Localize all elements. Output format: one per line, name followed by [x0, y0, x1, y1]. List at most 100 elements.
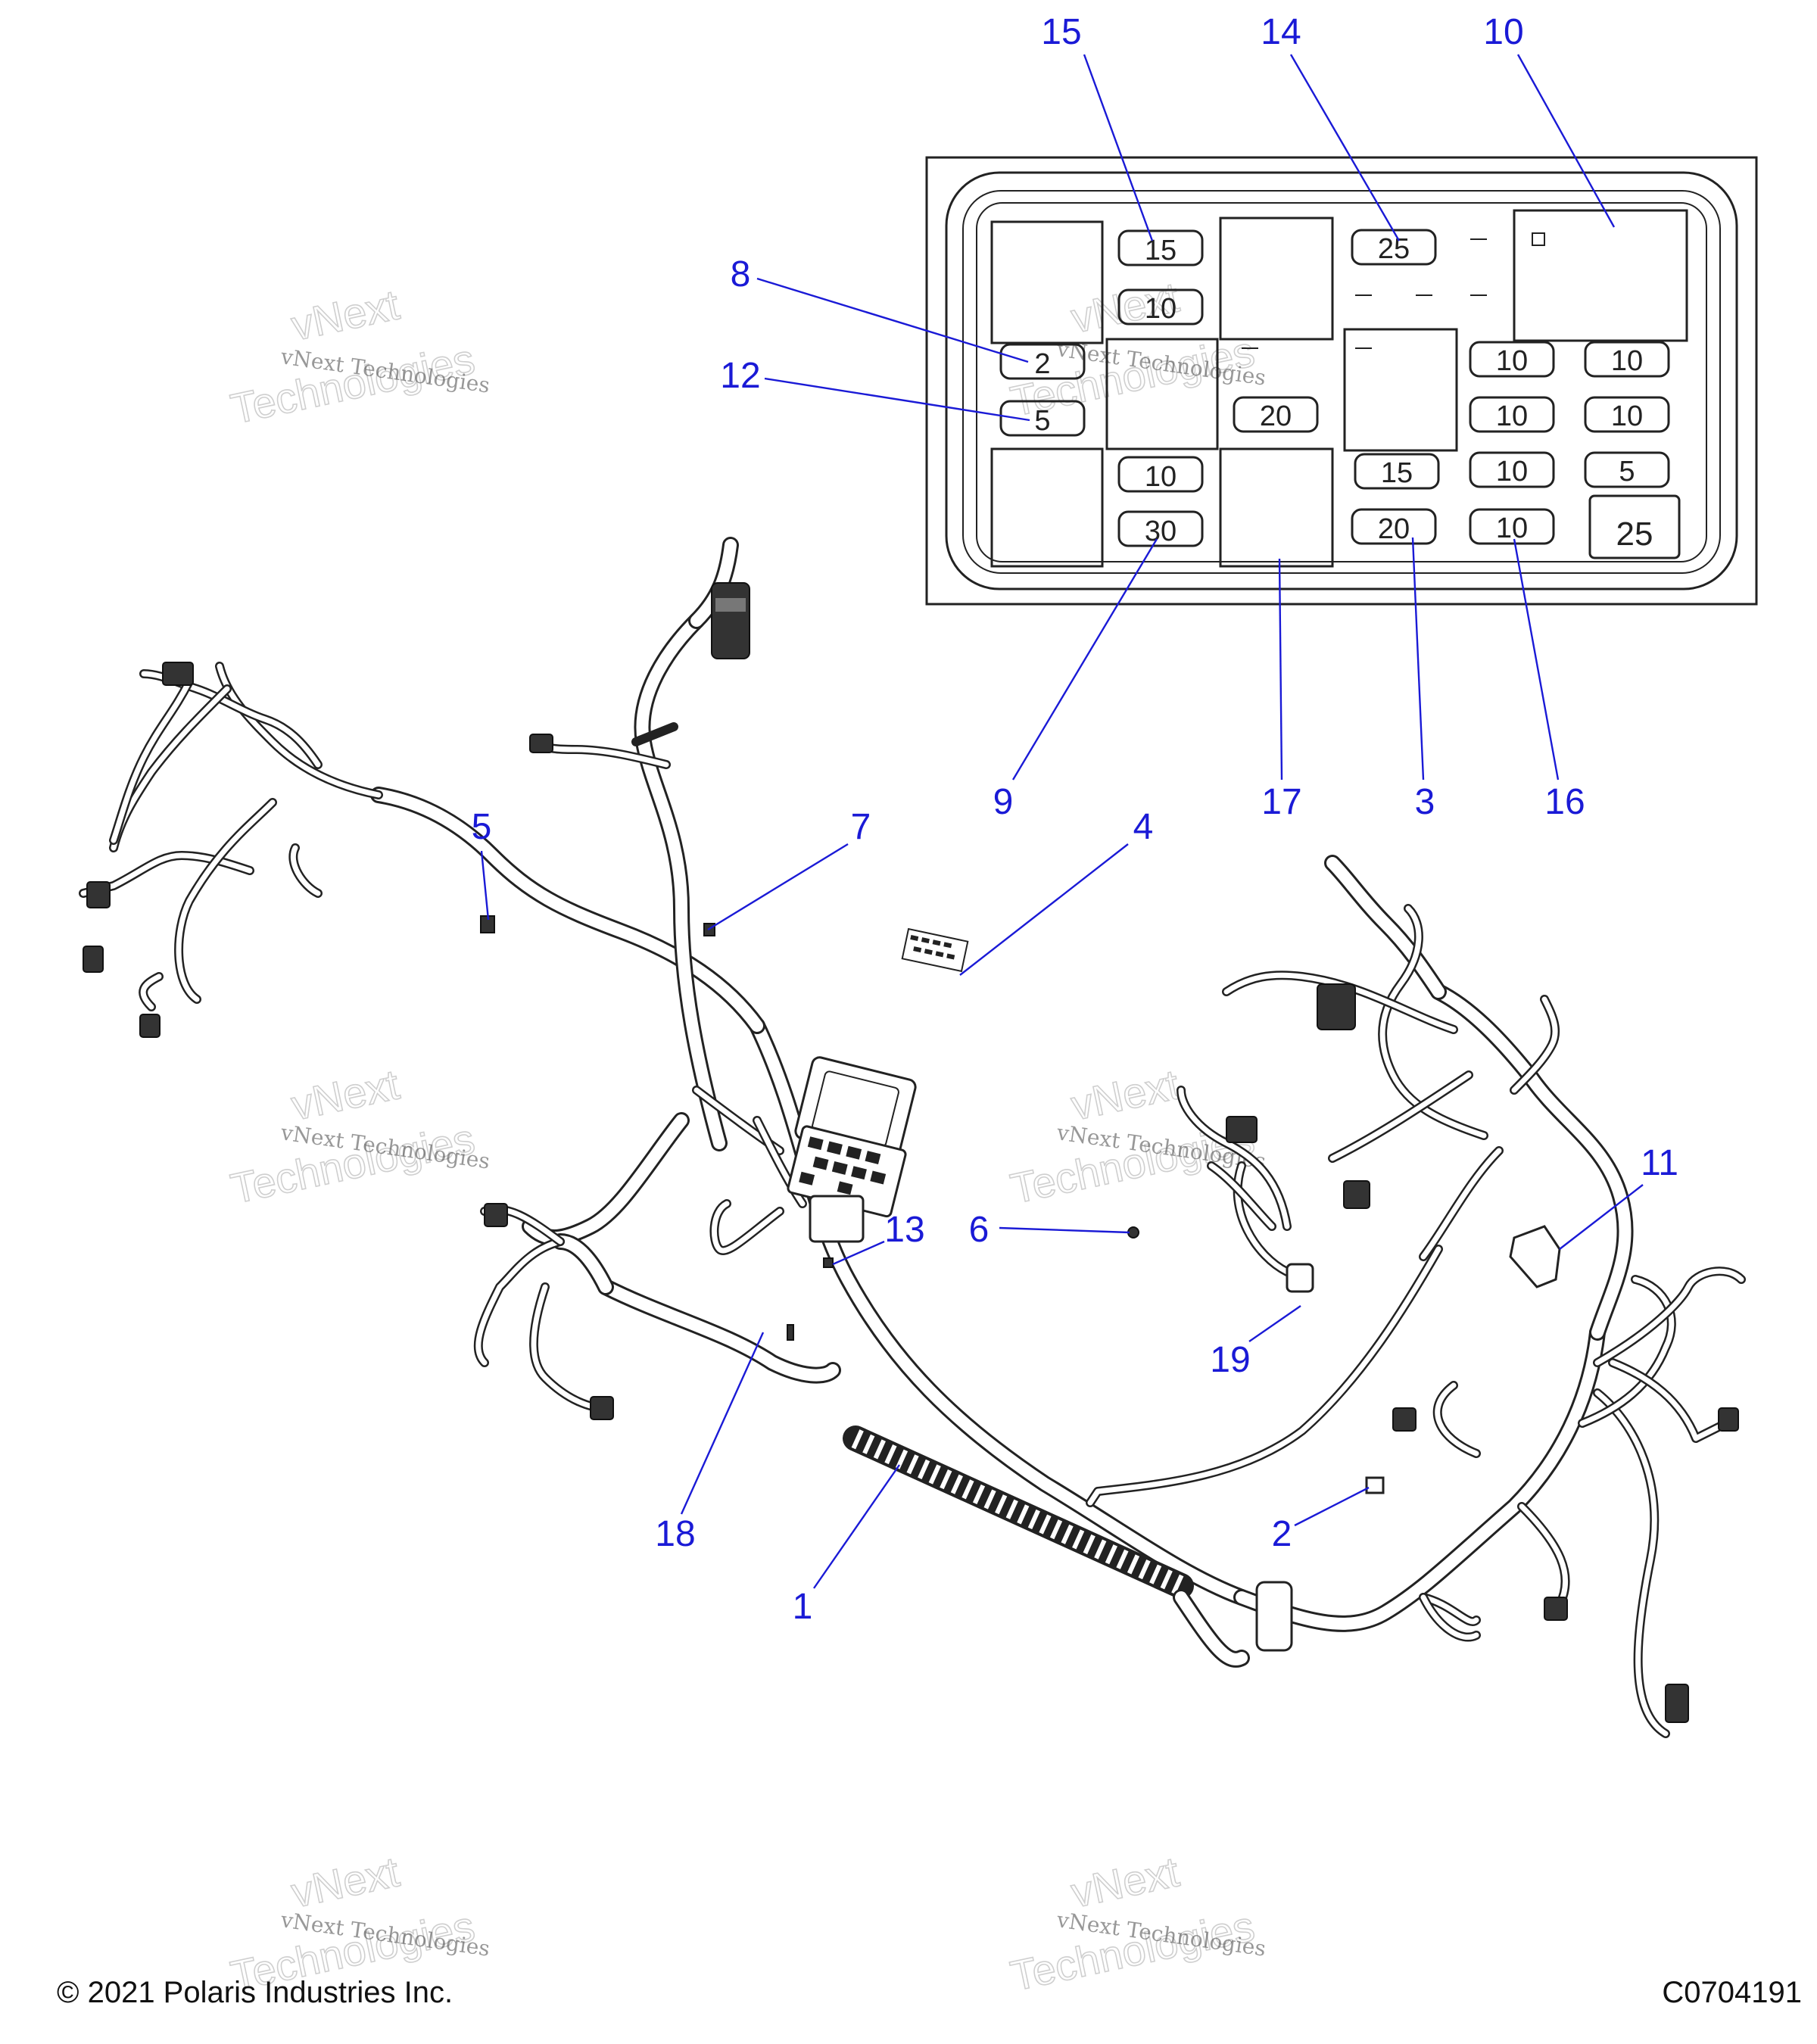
callout-8: 8 [731, 254, 1029, 363]
relay [1105, 338, 1219, 450]
fuse-box-floor [976, 202, 1707, 562]
svg-text:vNext: vNext [287, 1060, 404, 1129]
svg-text:10: 10 [1145, 293, 1177, 325]
svg-text:2: 2 [1272, 1514, 1292, 1554]
relay-terminal [1532, 232, 1545, 246]
harness-components [83, 582, 1739, 1723]
ecu-connector-latch [715, 598, 746, 612]
relay-component [1286, 1263, 1314, 1293]
connector [1226, 1116, 1258, 1143]
svg-text:1: 1 [793, 1587, 813, 1627]
callout-5: 5 [472, 807, 492, 921]
svg-text:20: 20 [1260, 400, 1292, 432]
svg-text:20: 20 [1378, 513, 1410, 545]
copyright-text: © 2021 Polaris Industries Inc. [57, 1976, 453, 2009]
fuse-box-inset: 15 10 2 5 10 30 25 20 15 20 10 10 10 10 … [925, 156, 1758, 606]
callout-6: 6 [969, 1210, 1130, 1250]
svg-text:8: 8 [731, 254, 751, 294]
fuse: 2 [999, 343, 1086, 380]
svg-text:25: 25 [1616, 516, 1653, 553]
svg-text:vNext: vNext [287, 280, 404, 349]
connector [1317, 983, 1356, 1030]
fuse: 10 [1469, 508, 1555, 545]
callout-14: 14 [1261, 12, 1401, 241]
callouts: 15 14 10 8 12 9 1 7 3 [472, 12, 1678, 1627]
tie-strap [787, 1324, 794, 1341]
callout-4: 4 [959, 807, 1154, 976]
connector [529, 734, 553, 753]
callout-1: 1 [793, 1464, 900, 1627]
connector [1255, 1581, 1293, 1652]
svg-text:18: 18 [655, 1514, 695, 1554]
svg-text:16: 16 [1544, 782, 1585, 822]
svg-text:vNext: vNext [287, 1847, 404, 1916]
svg-text:15: 15 [1145, 235, 1177, 266]
svg-text:10: 10 [1611, 345, 1643, 377]
connector [1718, 1407, 1739, 1432]
connector [1544, 1597, 1568, 1621]
svg-text:4: 4 [1133, 807, 1154, 847]
fuse: 10 [1469, 451, 1555, 488]
svg-text:10: 10 [1496, 345, 1528, 377]
callout-2: 2 [1272, 1486, 1370, 1554]
svg-text:10: 10 [1145, 461, 1177, 493]
callout-9: 9 [993, 538, 1158, 822]
inset-frame [925, 156, 1758, 606]
fuse: 20 [1233, 396, 1319, 433]
fuse: 10 [1469, 341, 1555, 378]
svg-text:5: 5 [1619, 456, 1635, 488]
connector [162, 662, 194, 686]
svg-text:vNext: vNext [1067, 1847, 1183, 1916]
svg-text:5: 5 [472, 807, 492, 847]
connector [1343, 1180, 1370, 1209]
fuse-label [901, 927, 969, 973]
svg-text:9: 9 [993, 782, 1014, 822]
fuse: 20 [1351, 508, 1437, 545]
connector [1665, 1684, 1689, 1723]
svg-text:15: 15 [1041, 12, 1081, 52]
watermark: vNext Technologies vNext Technologies [226, 1059, 491, 1213]
svg-text:2: 2 [1034, 348, 1050, 380]
fuse: 15 [1354, 453, 1440, 490]
connector [590, 1396, 614, 1420]
callout-15: 15 [1041, 12, 1154, 241]
svg-text:3: 3 [1415, 782, 1435, 822]
callout-7: 7 [707, 807, 871, 931]
svg-text:5: 5 [1034, 405, 1050, 437]
callout-10: 10 [1483, 12, 1616, 228]
fuse: 10 [1469, 396, 1555, 433]
fuse: 25 [1588, 494, 1681, 559]
ecu-connector [711, 582, 750, 659]
relay [990, 220, 1104, 344]
connector [139, 1014, 161, 1038]
relay [1219, 217, 1334, 341]
terminal-cap [1365, 1476, 1385, 1494]
connector [86, 881, 111, 908]
connector [83, 946, 104, 973]
callout-12: 12 [720, 356, 1030, 422]
watermarks: vNext Technologies vNext Technologies vN… [226, 272, 1267, 2000]
watermark: vNext Technologies vNext Technologies [226, 279, 491, 433]
fuse: 5 [999, 400, 1086, 437]
connector [1392, 1407, 1417, 1432]
figure-code: C0704191 [1662, 1976, 1802, 2009]
watermark: vNext Technologies vNext Technologies [1006, 1846, 1267, 2000]
svg-text:10: 10 [1496, 456, 1528, 488]
fuse-box-housing [945, 171, 1738, 590]
svg-text:14: 14 [1261, 12, 1301, 52]
convoluted-tubing [843, 1426, 1194, 1599]
svg-text:19: 19 [1210, 1340, 1250, 1380]
svg-text:11: 11 [1641, 1143, 1678, 1183]
svg-text:30: 30 [1145, 516, 1177, 547]
svg-text:25: 25 [1378, 233, 1410, 265]
fuse-box-assembly [787, 1056, 917, 1243]
fuse: 10 [1117, 288, 1204, 326]
grommet [1127, 1226, 1139, 1239]
svg-text:7: 7 [851, 807, 871, 847]
fuse: 25 [1351, 229, 1437, 266]
nut [823, 1257, 834, 1268]
svg-text:vNext: vNext [1067, 1060, 1183, 1129]
svg-text:13: 13 [884, 1210, 924, 1250]
relay [1513, 209, 1688, 342]
callout-11: 11 [1559, 1143, 1678, 1250]
